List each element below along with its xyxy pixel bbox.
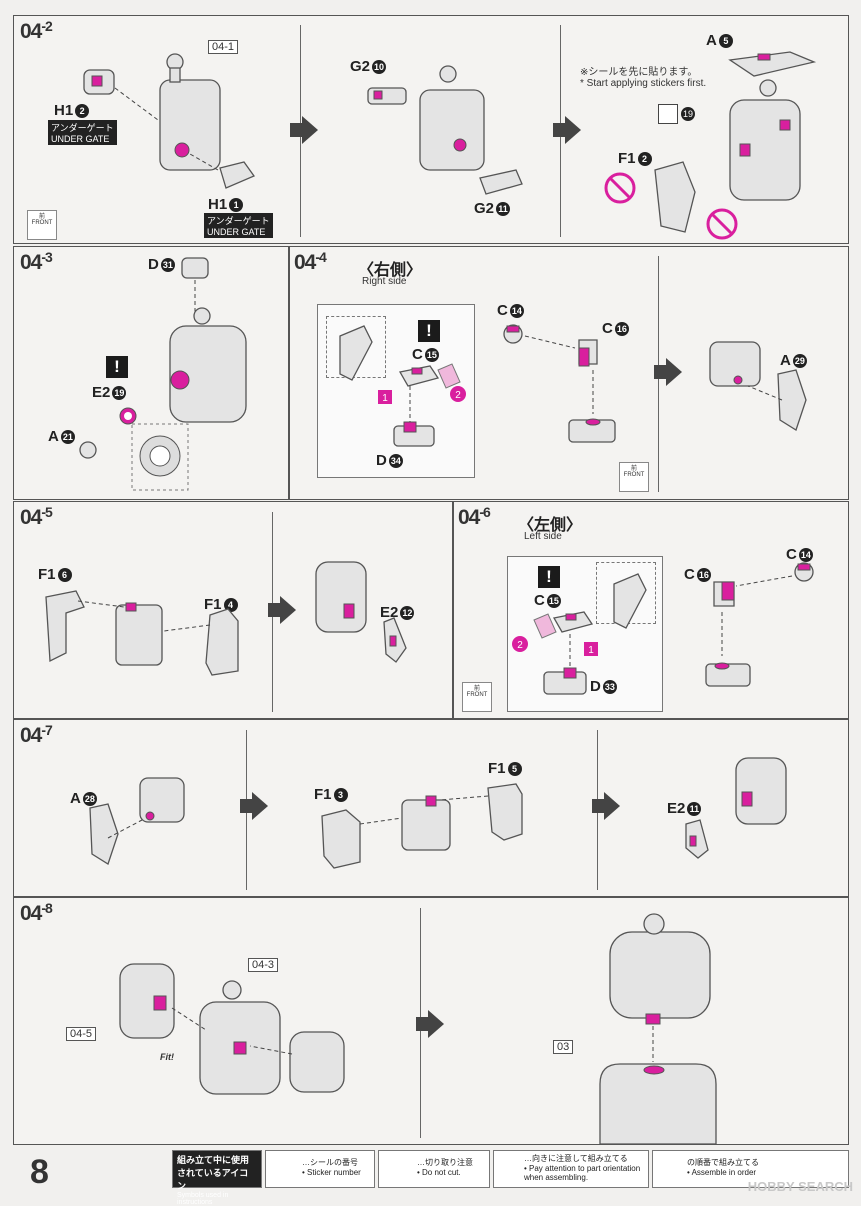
part-illustration xyxy=(709,341,807,431)
part-illustration: 1 2 xyxy=(512,573,647,695)
part-illustration xyxy=(89,777,185,865)
part-illustration xyxy=(367,65,523,195)
caution-icon: ! xyxy=(106,356,128,378)
caution-icon: ! xyxy=(418,320,440,342)
step-label: 04-5 xyxy=(20,504,53,529)
svg-text:1: 1 xyxy=(588,645,594,656)
part-illustration xyxy=(79,257,247,491)
part-illustration xyxy=(705,562,814,687)
legend-title: 組み立て中に使用 されているアイコン Symbols used in instr… xyxy=(172,1150,262,1206)
svg-text:2: 2 xyxy=(455,390,461,401)
step-arrow xyxy=(240,792,268,820)
step-arrow xyxy=(268,596,296,624)
step-arrow xyxy=(553,116,581,144)
legend-orientation: …向きに注意して組み立てる• Pay attention to part ori… xyxy=(493,1150,649,1188)
step-label: 04-3 xyxy=(20,249,53,274)
legend-order: の順番で組み立てる• Assemble in order xyxy=(652,1150,849,1188)
step-arrow xyxy=(654,358,682,386)
step-label: 04-2 xyxy=(20,18,53,43)
part-illustration xyxy=(45,590,239,676)
caution-icon: ! xyxy=(538,566,560,588)
side-subheading: Left side xyxy=(524,531,562,542)
part-illustration xyxy=(315,561,407,663)
side-heading: 〈左側〉 xyxy=(518,517,583,534)
part-illustration xyxy=(83,53,255,189)
svg-text:2: 2 xyxy=(517,640,523,651)
part-illustration xyxy=(119,963,345,1095)
ref-tag-04-3: 04-3 xyxy=(248,958,279,972)
fit-label-left: Fit! xyxy=(160,1052,174,1062)
svg-text:1: 1 xyxy=(382,393,388,404)
watermark: HOBBY SEARCH xyxy=(747,1179,853,1194)
sticker-number: 19 xyxy=(681,107,695,121)
step-label: 04-8 xyxy=(20,900,53,925)
part-illustration xyxy=(321,783,523,869)
legend-sticker: …シールの番号• Sticker number xyxy=(265,1150,375,1188)
step-label: 04-4 xyxy=(294,249,327,274)
part-illustration xyxy=(599,913,717,1145)
ref-tag-03: 03 xyxy=(553,1040,574,1054)
page-number: 8 xyxy=(30,1153,49,1191)
step-arrow xyxy=(592,792,620,820)
step-arrow xyxy=(416,1010,444,1038)
detail-box xyxy=(326,316,386,378)
legend-cut: …切り取り注意• Do not cut. xyxy=(378,1150,490,1188)
part-illustration xyxy=(685,757,787,859)
ref-tag: 04-1 xyxy=(208,40,239,54)
detail-inset xyxy=(317,304,475,478)
sticker-note: ※シールを先に貼ります。* Start applying stickers fi… xyxy=(580,67,707,89)
side-heading: 〈右側〉 xyxy=(358,262,423,279)
part-illustration xyxy=(503,324,616,443)
side-subheading: Right side xyxy=(362,276,407,287)
ref-tag-04-5: 04-5 xyxy=(66,1027,97,1041)
step-label: 04-6 xyxy=(458,504,491,529)
step-label: 04-7 xyxy=(20,722,53,747)
step-arrow xyxy=(290,116,318,144)
sticker-icon xyxy=(658,104,678,124)
part-illustration: 1 2 xyxy=(339,325,466,447)
part-illustration xyxy=(604,51,817,240)
